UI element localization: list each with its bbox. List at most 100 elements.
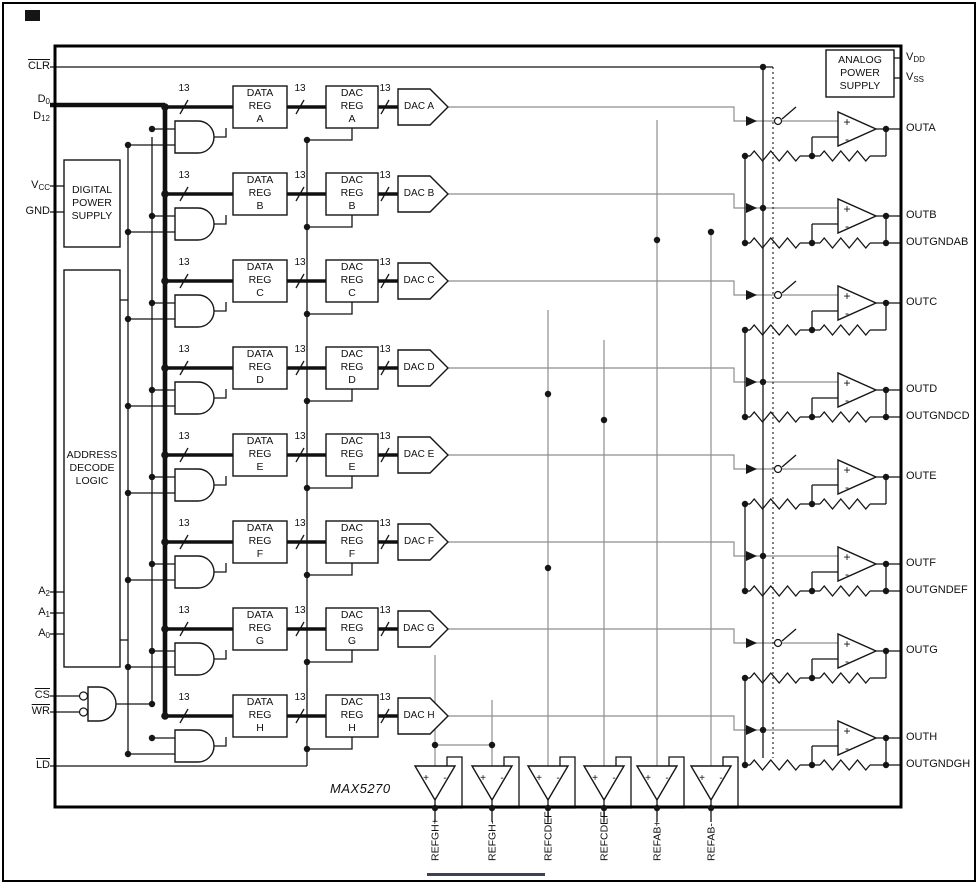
data-reg-block xyxy=(232,346,288,390)
pin-vss-sub: SS xyxy=(913,75,925,84)
gate-clock-wire xyxy=(214,128,227,138)
label-digital-power-supply: DIGITAL POWER SUPPLY xyxy=(71,184,113,222)
ld-stub xyxy=(307,476,353,489)
resistor xyxy=(819,758,871,772)
label-dac-reg: DAC REG D xyxy=(340,348,364,386)
junction-dot xyxy=(882,125,890,133)
pin-a0-sub: 0 xyxy=(45,631,50,640)
resistor xyxy=(749,671,801,685)
pin-label-out: OUTE xyxy=(906,470,937,482)
dac-block xyxy=(397,523,449,561)
label-dac: DAC F xyxy=(404,536,434,547)
minus-sign-icon: - xyxy=(556,773,559,784)
pin-label-ref: REFCDEF- xyxy=(599,807,611,861)
bus-width-label: 13 xyxy=(294,692,306,703)
plus-sign-icon: + xyxy=(843,115,850,129)
label-dac-reg: DAC REG H xyxy=(340,696,364,734)
junction-dot xyxy=(741,152,749,160)
plus-sign-icon: + xyxy=(843,289,850,303)
pin-vdd-sub: DD xyxy=(913,55,925,64)
pin-label-clr: CLR xyxy=(27,60,50,72)
pin-a2-sub: 2 xyxy=(45,589,50,598)
junction-dot xyxy=(808,761,816,769)
junction-dot xyxy=(741,500,749,508)
minus-sign-icon: - xyxy=(845,219,849,233)
pin-label-ref: REFGH+ xyxy=(430,818,442,861)
pin-label-d12: D12 xyxy=(16,110,50,125)
reference-opamp xyxy=(413,765,457,802)
dac-block xyxy=(397,349,449,387)
pin-label-out: OUTD xyxy=(906,383,938,395)
junction-dot xyxy=(148,647,156,655)
junction-dot xyxy=(741,239,749,247)
junction-dot xyxy=(741,326,749,334)
gate-clock-wire xyxy=(214,302,227,312)
resistor xyxy=(749,149,801,163)
pin-label-ref: REFGH- xyxy=(487,820,499,861)
junction-dot xyxy=(882,587,890,595)
analog-power-supply-block xyxy=(825,49,895,98)
plus-sign-icon: + xyxy=(423,773,429,784)
dac-reg-block xyxy=(325,433,379,477)
junction-dot xyxy=(148,700,156,708)
and-gate xyxy=(174,294,215,328)
arrow-icon xyxy=(746,377,757,387)
data-reg-block xyxy=(232,433,288,477)
output-opamp xyxy=(837,632,878,670)
pin-label-out: OUTC xyxy=(906,296,938,308)
arrow-icon xyxy=(746,203,757,213)
arrow-icon xyxy=(746,116,757,126)
output-opamp xyxy=(837,545,878,583)
junction-dot xyxy=(303,223,311,231)
arrow-icon xyxy=(746,638,757,648)
layer xyxy=(50,102,398,718)
ld-stub xyxy=(307,389,353,402)
bus-width-label: 13 xyxy=(294,518,306,529)
and-gate xyxy=(174,555,215,589)
bus-width-label: 13 xyxy=(294,257,306,268)
reference-opamp xyxy=(635,765,679,802)
plus-sign-icon: + xyxy=(843,202,850,216)
minus-sign-icon: - xyxy=(845,393,849,407)
pin-label-a0: A0 xyxy=(16,627,50,642)
label-address-decode-logic: ADDRESS DECODE LOGIC xyxy=(66,449,118,487)
digital-power-supply-block xyxy=(63,159,121,248)
output-opamp xyxy=(837,458,878,496)
pin-label-out: OUTG xyxy=(906,644,938,656)
label-dac: DAC A xyxy=(403,101,434,112)
minus-sign-icon: - xyxy=(612,773,615,784)
data-reg-block xyxy=(232,694,288,738)
inverter-bubble-icon xyxy=(78,707,89,717)
plus-sign-icon: + xyxy=(843,637,850,651)
minus-sign-icon: - xyxy=(665,773,668,784)
junction-dot xyxy=(600,804,608,812)
arrow-icon xyxy=(746,551,757,561)
plus-sign-icon: + xyxy=(843,463,850,477)
bus-width-label: 13 xyxy=(379,257,391,268)
junction-dot xyxy=(882,239,890,247)
resistor xyxy=(819,236,871,250)
dac-reg-block xyxy=(325,346,379,390)
plus-sign-icon: + xyxy=(645,773,651,784)
junction-dot xyxy=(741,761,749,769)
junction-dot xyxy=(808,239,816,247)
plus-sign-icon: + xyxy=(843,724,850,738)
dac-output-wire xyxy=(448,628,774,644)
junction-dot xyxy=(148,734,156,742)
pin-label-outgnd: OUTGNDAB xyxy=(906,236,969,248)
pin-vcc-sub: CC xyxy=(38,183,50,192)
dac-reg-block xyxy=(325,259,379,303)
bus-width-label: 13 xyxy=(379,605,391,616)
pin-a2-base: A xyxy=(38,585,46,597)
dac-block xyxy=(397,697,449,735)
junction-dot xyxy=(161,364,169,372)
label-dac: DAC C xyxy=(403,275,435,286)
pin-d0-base: D xyxy=(37,93,46,105)
layer: +-+-+-+-+-+-+-+-+-REFGH++-REFGH-+-REFCDE… xyxy=(423,115,850,861)
reference-opamp xyxy=(526,765,570,802)
label-dac-reg: DAC REG G xyxy=(340,609,364,647)
label-data-reg: DATA REG F xyxy=(246,522,274,560)
bus-width-label: 13 xyxy=(379,344,391,355)
switch-contact-icon xyxy=(773,116,783,126)
junction-dot xyxy=(882,386,890,394)
